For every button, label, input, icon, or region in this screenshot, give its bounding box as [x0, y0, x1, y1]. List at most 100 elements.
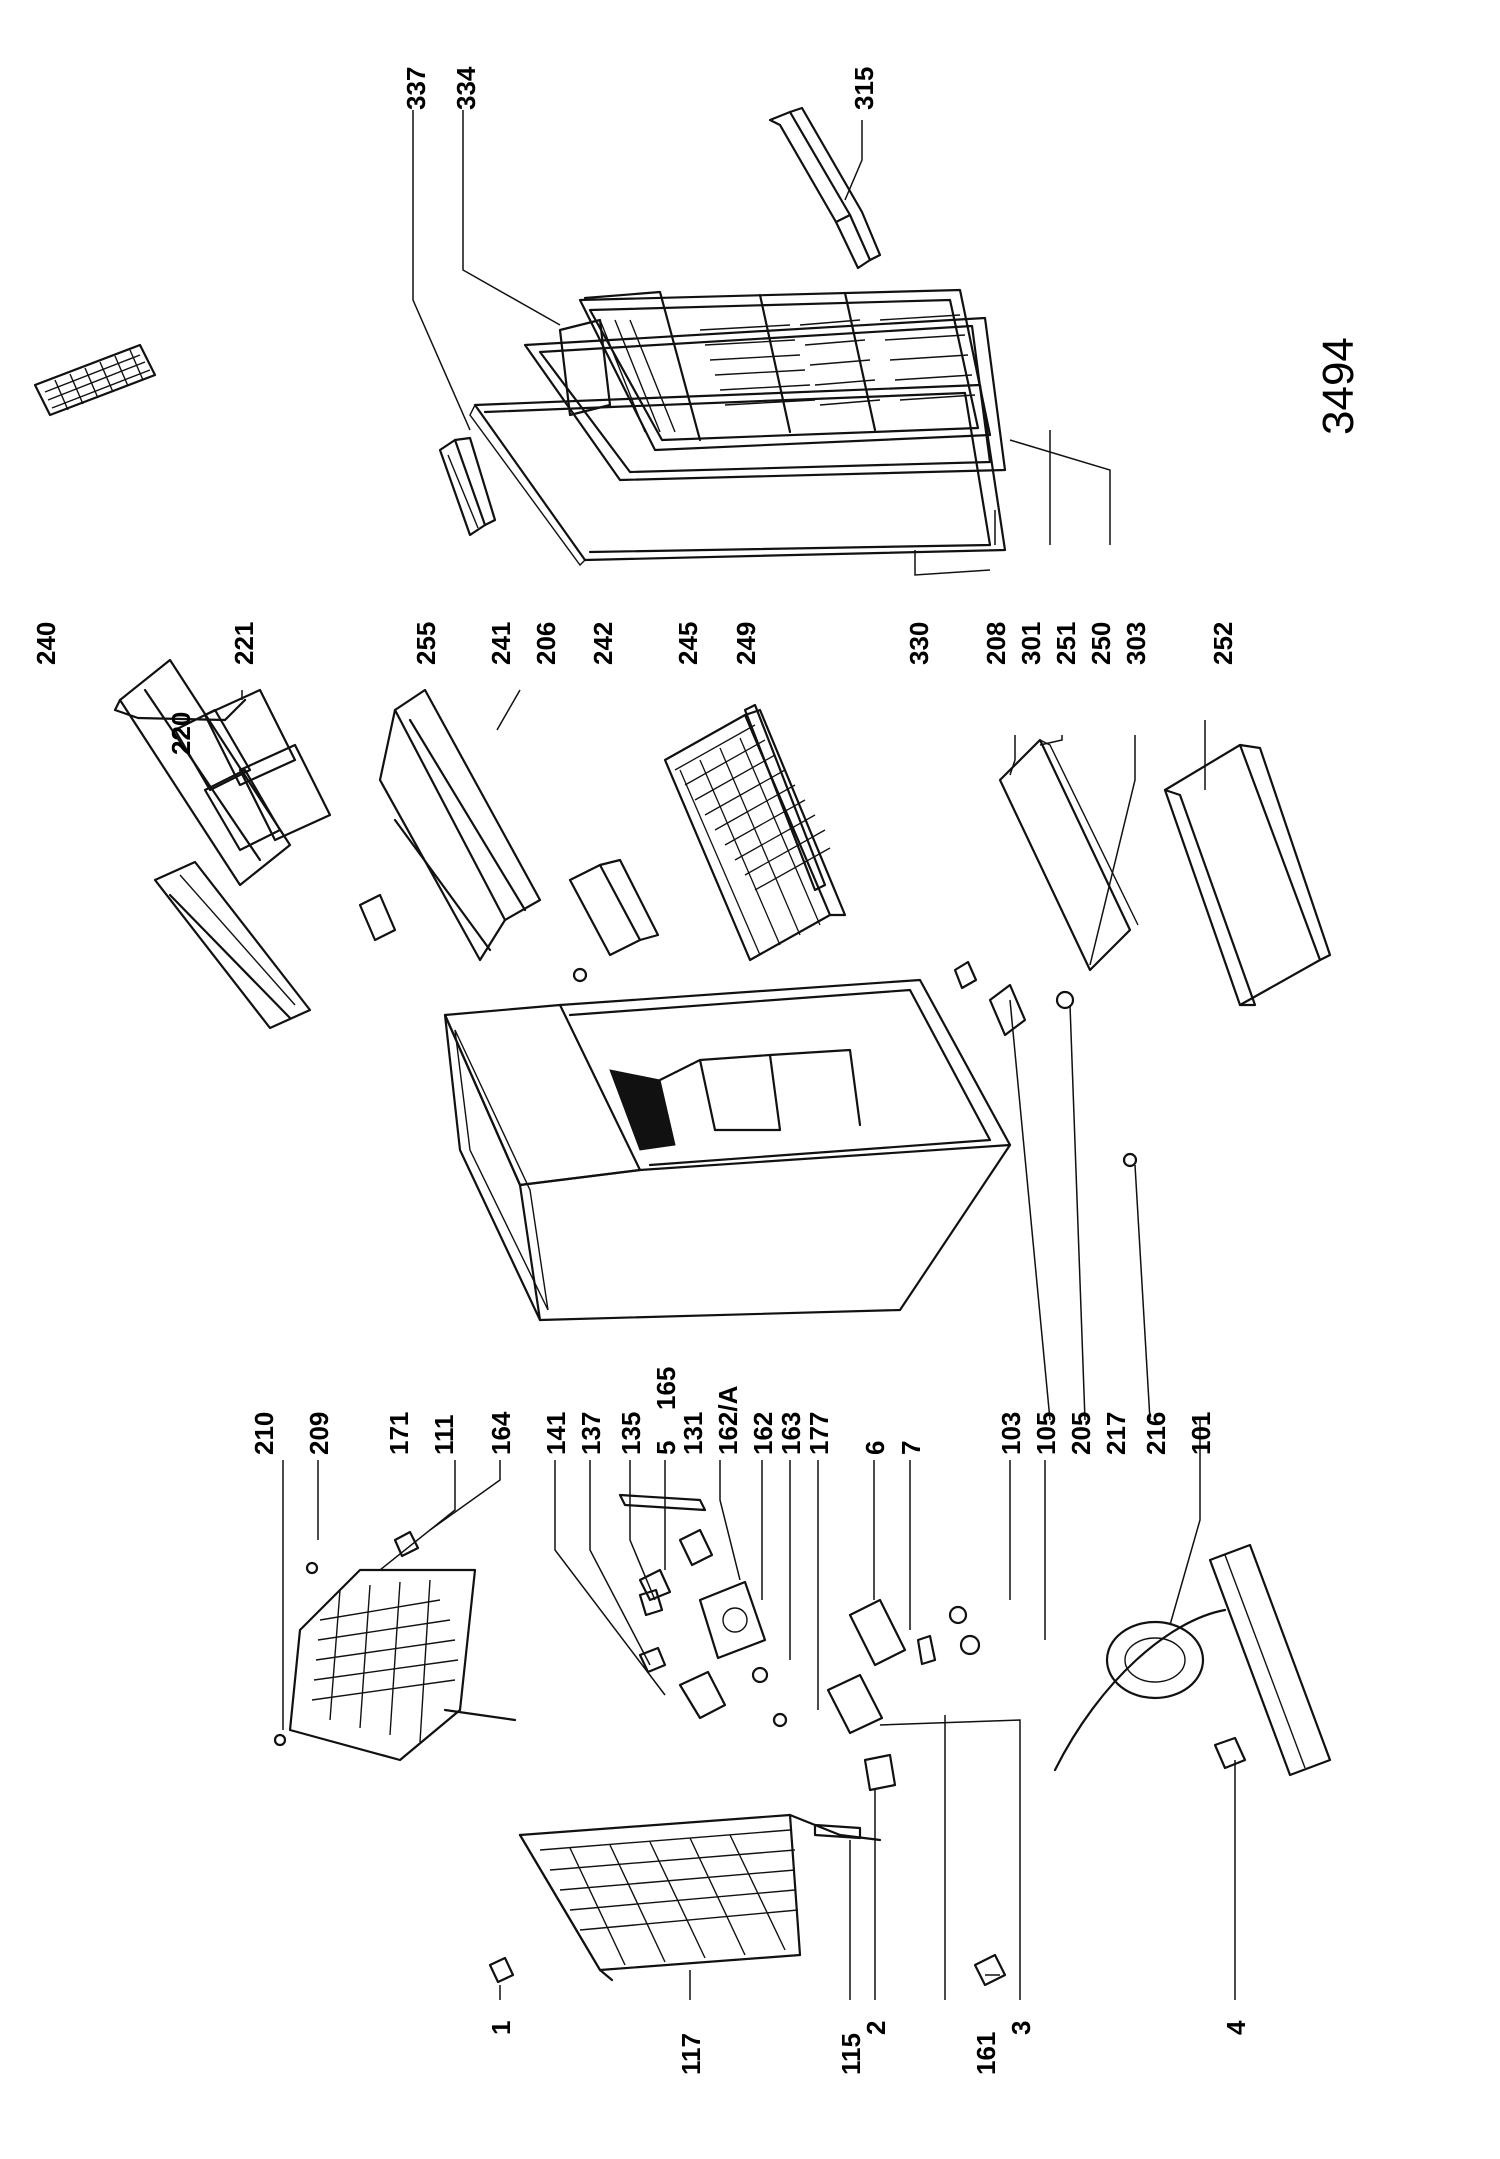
grommet-103	[948, 1605, 968, 1625]
label-4: 4	[1221, 2020, 1251, 2035]
label-334: 334	[451, 66, 481, 110]
hinge-208	[953, 960, 978, 990]
label-163: 163	[776, 1412, 806, 1455]
label-250: 250	[1086, 622, 1116, 665]
cap-1	[488, 1956, 515, 1984]
brace-221	[113, 698, 247, 722]
base-plate-101	[1208, 1543, 1332, 1777]
label-205: 205	[1066, 1412, 1096, 1455]
label-330: 330	[904, 622, 934, 665]
connector-161	[973, 1953, 1007, 1987]
screw-209	[305, 1561, 319, 1575]
label-1: 1	[486, 2021, 516, 2035]
lamp-141	[638, 1646, 667, 1674]
wire-shelf-245	[663, 708, 847, 962]
drawer-cover-251	[998, 738, 1139, 972]
label-210: 210	[249, 1412, 279, 1455]
label-220: 220	[166, 712, 196, 755]
label-131: 131	[678, 1412, 708, 1455]
glass-shelf-255	[378, 688, 542, 962]
label-216: 216	[1141, 1412, 1171, 1455]
label-162: 162	[748, 1412, 778, 1455]
thermostat-housing-6	[848, 1598, 907, 1667]
clip-7	[916, 1634, 937, 1666]
condenser-117	[518, 1813, 882, 1982]
thermostat-135	[638, 1568, 672, 1602]
label-111: 111	[429, 1414, 459, 1455]
cap-217	[1055, 990, 1075, 1010]
crisper-drawer-252	[1163, 743, 1332, 1007]
thermostat-knob-137	[638, 1588, 664, 1617]
small-box-242	[568, 858, 660, 957]
drier-115	[813, 1823, 862, 1840]
label-2: 2	[861, 2021, 891, 2035]
label-103: 103	[996, 1412, 1026, 1455]
grommet-105	[959, 1634, 981, 1656]
label-115: 115	[836, 2033, 866, 2075]
switch-131	[678, 1528, 714, 1567]
leader-lines	[241, 110, 1236, 2000]
label-221: 221	[229, 622, 259, 665]
label-315: 315	[849, 67, 879, 110]
label-117: 117	[676, 2033, 706, 2075]
door-gasket-301	[523, 316, 1007, 482]
label-137: 137	[576, 1412, 606, 1455]
door-outer-panel-330	[469, 383, 1007, 567]
label-206: 206	[531, 622, 561, 665]
door-liner-shelf-334	[558, 318, 612, 417]
label-3: 3	[1006, 2021, 1036, 2035]
label-240: 240	[31, 622, 61, 665]
label-208: 208	[981, 622, 1011, 665]
label-242: 242	[588, 622, 618, 665]
label-245: 245	[673, 622, 703, 665]
label-135: 135	[616, 1412, 646, 1455]
door-liner-303	[578, 288, 992, 452]
clip-171	[393, 1530, 420, 1558]
label-101: 101	[1186, 1412, 1216, 1455]
compressor-101	[1053, 1608, 1227, 1772]
label-105: 105	[1031, 1412, 1061, 1455]
part-labels: 337 334 315 240 221 220 255 241 206 242 …	[31, 66, 1363, 2075]
lamp-holder-164	[678, 1670, 727, 1720]
bracket-2	[863, 1753, 897, 1792]
screw-216	[1122, 1152, 1138, 1168]
shelf-trim-249	[743, 703, 827, 892]
label-303: 303	[1121, 622, 1151, 665]
cover-3	[826, 1673, 884, 1735]
door-handle-315	[768, 106, 882, 270]
label-252: 252	[1208, 622, 1238, 665]
label-7: 7	[896, 1441, 926, 1455]
label-164: 164	[486, 1411, 516, 1455]
label-337: 337	[401, 67, 431, 110]
label-141: 141	[541, 1412, 571, 1455]
label-177: 177	[804, 1412, 834, 1455]
label-165: 165	[651, 1367, 681, 1410]
ice-tray-240	[33, 343, 157, 417]
label-217: 217	[1101, 1412, 1131, 1455]
label-209: 209	[304, 1412, 334, 1455]
label-171: 171	[384, 1412, 414, 1455]
hinge-bracket-205	[988, 983, 1027, 1037]
bracket-165	[618, 1493, 707, 1512]
cabinet-body	[443, 978, 1012, 1322]
label-161: 161	[971, 2032, 1001, 2075]
label-249: 249	[731, 622, 761, 665]
drawing-number: 3494	[1314, 337, 1363, 435]
grommet-4	[1213, 1736, 1247, 1770]
plug-177	[772, 1712, 788, 1728]
label-251: 251	[1051, 622, 1081, 665]
door-trim-337	[438, 436, 497, 537]
label-5: 5	[651, 1441, 681, 1455]
relay-162	[698, 1580, 767, 1660]
label-162a: 162/A	[713, 1385, 743, 1455]
freezer-front-panel-220	[153, 860, 312, 1030]
label-241: 241	[486, 622, 516, 665]
evaporator-111	[288, 1568, 517, 1762]
cabinet-foot-206	[572, 967, 588, 983]
freezer-door-assembly-221	[118, 658, 397, 942]
label-301: 301	[1016, 622, 1046, 665]
clip-163	[751, 1666, 769, 1684]
screw-210	[273, 1733, 287, 1747]
label-255: 255	[411, 622, 441, 665]
